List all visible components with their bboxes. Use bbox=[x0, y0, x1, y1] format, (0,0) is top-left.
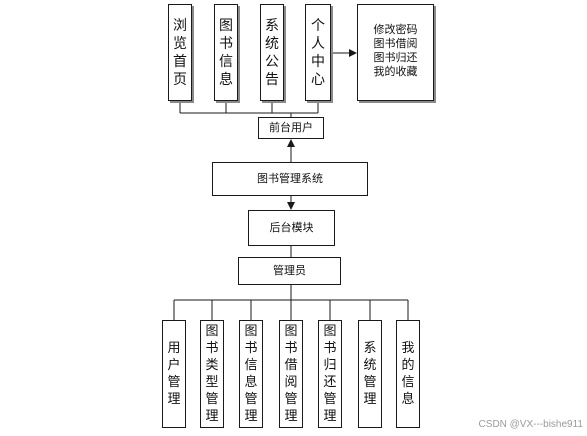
module-browse-home: 浏览首页 bbox=[168, 4, 192, 101]
admin-box: 管理员 bbox=[238, 257, 341, 285]
admin-module-label: 系统管理 bbox=[363, 341, 377, 407]
front-user-label: 前台用户 bbox=[269, 121, 313, 134]
system-label: 图书管理系统 bbox=[257, 172, 323, 185]
admin-module-system: 系统管理 bbox=[358, 320, 382, 428]
admin-module-users: 用户管理 bbox=[162, 320, 186, 428]
admin-module-book-type: 图书类型管理 bbox=[200, 320, 224, 428]
module-personal-center: 个人中心 bbox=[305, 4, 331, 101]
admin-module-label: 图书类型管理 bbox=[205, 324, 219, 424]
admin-module-return: 图书归还管理 bbox=[318, 320, 342, 428]
watermark: CSDN @VX---bishe911 bbox=[478, 419, 583, 430]
admin-module-label: 图书信息管理 bbox=[244, 324, 258, 424]
admin-module-borrow: 图书借阅管理 bbox=[279, 320, 303, 428]
arrowhead-backend bbox=[287, 202, 295, 210]
admin-label: 管理员 bbox=[273, 264, 306, 277]
admin-module-book-info: 图书信息管理 bbox=[239, 320, 263, 428]
admin-module-my-info: 我的信息 bbox=[396, 320, 420, 428]
module-system-notice: 系统公告 bbox=[260, 4, 284, 101]
arrowhead-front-user bbox=[287, 139, 295, 147]
front-user-box: 前台用户 bbox=[258, 117, 324, 139]
arrowhead-personal-detail bbox=[349, 49, 357, 57]
personal-center-detail-text: 修改密码图书借阅图书归还我的收藏 bbox=[373, 23, 418, 78]
system-box: 图书管理系统 bbox=[212, 162, 368, 196]
admin-module-label: 我的信息 bbox=[401, 341, 415, 407]
module-label: 图书信息 bbox=[219, 17, 233, 88]
backend-box: 后台模块 bbox=[248, 210, 335, 246]
admin-module-label: 图书归还管理 bbox=[323, 324, 337, 424]
backend-label: 后台模块 bbox=[269, 221, 314, 234]
module-label: 系统公告 bbox=[265, 17, 279, 88]
admin-module-label: 用户管理 bbox=[167, 341, 181, 407]
personal-center-detail-box: 修改密码图书借阅图书归还我的收藏 bbox=[357, 4, 434, 101]
admin-module-label: 图书借阅管理 bbox=[284, 324, 298, 424]
module-label: 浏览首页 bbox=[173, 17, 187, 88]
module-book-info: 图书信息 bbox=[214, 4, 238, 101]
module-label: 个人中心 bbox=[311, 17, 325, 88]
